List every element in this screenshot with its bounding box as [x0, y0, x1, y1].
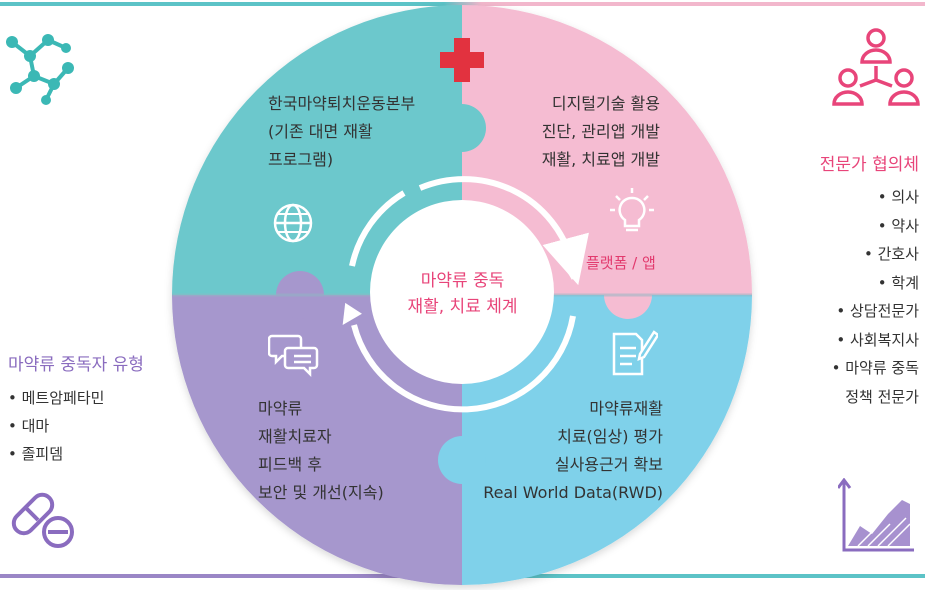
puzzle-tab-bottom: [438, 436, 486, 484]
list-item: • 마약류 중독: [831, 359, 919, 377]
addict-types-list: • 메트암페타민 • 대마 • 졸피뎀: [8, 384, 104, 468]
quadrant-top-right: [462, 5, 752, 295]
lightbulb-icon: [610, 188, 654, 232]
list-item: • 사회복지사: [836, 330, 919, 349]
list-item: • 상담전문가: [836, 302, 919, 320]
top-left-text: 한국마약퇴치운동본부 (기존 대면 재활 프로그램): [268, 94, 416, 169]
center-label: 마약류 중독 재활, 치료 체계: [407, 271, 518, 317]
document-edit-icon: [612, 330, 658, 376]
pill-icon: [11, 492, 74, 548]
list-item: • 간호사: [863, 245, 919, 263]
list-item: • 의사: [877, 188, 919, 206]
quadrant-top-left: [172, 5, 462, 295]
addict-types-title: 마약류 중독자 유형: [8, 355, 144, 375]
list-item: • 졸피뎀: [8, 445, 64, 463]
top-right-text: 디지털기술 활용 진단, 관리앱 개발 재활, 치료앱 개발: [541, 94, 660, 169]
cycle-arrow-bottom: [351, 315, 576, 413]
top-divider: [0, 2, 925, 6]
quadrant-bottom-left: [172, 295, 462, 585]
growth-chart-icon: [838, 478, 914, 552]
globe-icon: [273, 203, 313, 243]
expert-council-title: 전문가 협의체: [819, 155, 919, 175]
platform-label: 플랫폼 / 앱: [586, 254, 656, 272]
list-item: • 메트암페타민: [8, 389, 105, 407]
expert-council-list: • 의사 • 약사 • 간호사 • 학계 • 상담전문가 • 사회복지사 • 마…: [832, 183, 919, 411]
list-item: • 학계: [877, 273, 919, 292]
medical-cross-icon: [440, 38, 484, 82]
chat-bubbles-icon: [268, 334, 319, 378]
people-network-icon: [832, 28, 920, 106]
list-item: • 대마: [8, 417, 50, 435]
cycle-arrow-left: [349, 190, 406, 267]
bottom-right-text: 마약류재활 치료(임상) 평가 실사용근거 확보 Real World Data…: [483, 399, 663, 502]
list-item: • 약사: [877, 216, 919, 235]
list-item: 정책 전문가: [845, 387, 919, 406]
cycle-arrow-right: [418, 176, 589, 286]
bottom-left-text: 마약류 재활치료자 피드백 후 보안 및 개선(지속): [258, 399, 384, 502]
quadrant-bottom-right: [462, 295, 752, 585]
molecule-icon: [6, 34, 74, 105]
center-circle: [370, 200, 554, 384]
puzzle-tab-top: [438, 104, 486, 152]
